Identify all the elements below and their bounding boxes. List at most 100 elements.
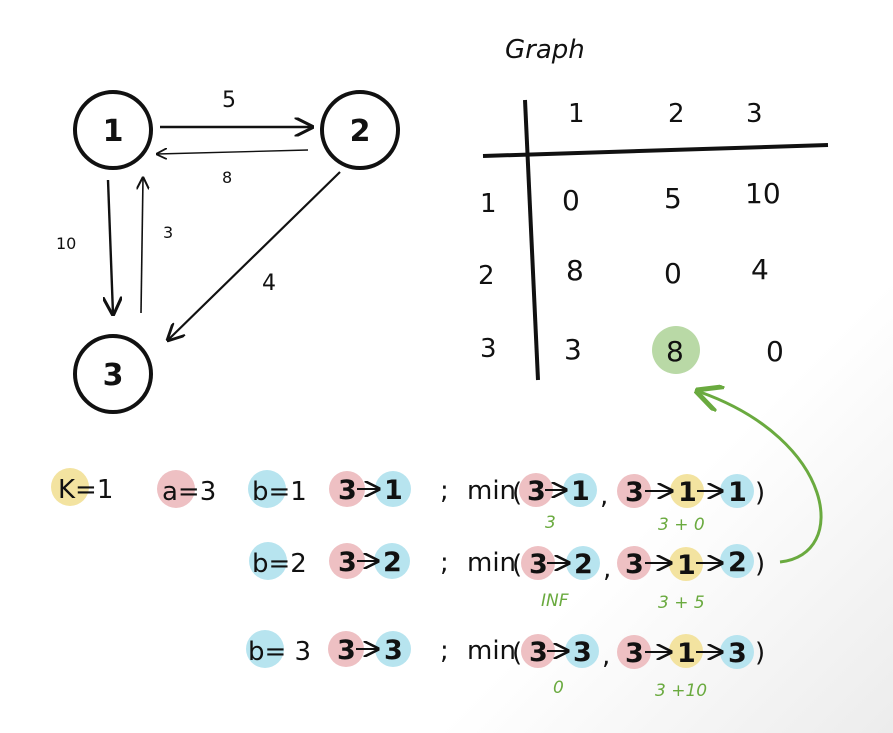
b-value: b= 3: [248, 637, 311, 667]
note-direct: 0: [553, 678, 564, 698]
node-1: 1: [73, 90, 153, 170]
semicolon: ;: [440, 476, 449, 506]
src-highlight: [329, 471, 365, 507]
row-header: 1: [480, 189, 497, 219]
edge-label-1-3: 10: [56, 234, 76, 253]
via-src-highlight: [617, 474, 651, 508]
calc-line-b1: b=1 3 1 ; min ( 3 1 , 3 1 1 ) 3 3: [248, 470, 765, 535]
path-src: 3: [338, 475, 357, 506]
graph: 5 8 10 3 4 1 2 3: [56, 88, 400, 414]
comma: ,: [602, 641, 610, 671]
b-value: b=1: [252, 477, 307, 507]
node-3: 3: [73, 334, 153, 414]
b-value: b=2: [252, 549, 307, 579]
edge-label-3-1: 3: [163, 223, 173, 242]
via-src-highlight: [617, 635, 651, 669]
via-mid-highlight: [669, 634, 703, 668]
k-value: K=1: [58, 475, 113, 505]
via-dst: 1: [728, 477, 747, 508]
direct-dst: 2: [574, 549, 593, 580]
semicolon: ;: [440, 548, 449, 578]
direct-src-highlight: [521, 546, 555, 580]
distance-matrix: Graph 1 2 3 1 2 3 0 5 10 8 0 4 3 8 0: [478, 35, 829, 381]
col-header: 2: [668, 99, 685, 129]
min-label: min: [467, 636, 516, 666]
path-dst: 2: [383, 547, 402, 578]
via-mid-highlight: [669, 547, 703, 581]
open-paren: (: [512, 638, 522, 668]
min-label: min: [467, 476, 516, 506]
dst-highlight: [375, 471, 411, 507]
node-label: 3: [103, 358, 124, 393]
row-header: 2: [478, 261, 495, 291]
via-mid-highlight: [670, 474, 704, 508]
matrix-cell-updated: 8: [666, 335, 684, 368]
matrix-cell: 5: [664, 182, 682, 215]
via-mid: 1: [678, 477, 697, 508]
update-arrow: [700, 392, 823, 564]
via-src-highlight: [617, 546, 651, 580]
matrix-title: Graph: [505, 35, 585, 65]
matrix-cell: 8: [566, 254, 584, 287]
direct-src: 3: [529, 549, 548, 580]
semicolon: ;: [440, 636, 449, 666]
direct-dst-highlight: [565, 634, 599, 668]
row-header: 3: [480, 334, 497, 364]
via-src: 3: [625, 549, 644, 580]
note-via: 3 + 5: [658, 593, 705, 613]
via-dst: 2: [728, 547, 747, 578]
direct-dst: 3: [573, 637, 592, 668]
direct-src-highlight: [521, 634, 555, 668]
updated-cell-highlight: [652, 326, 700, 374]
comma: ,: [600, 481, 608, 511]
note-direct: 3: [545, 513, 556, 533]
matrix-cell: 4: [751, 253, 769, 286]
edge-label-2-1: 8: [222, 168, 232, 187]
calc-line-b2: b=2 3 2 ; min ( 3 2 , 3 1 2 ) INF: [249, 542, 765, 613]
direct-dst-highlight: [563, 473, 597, 507]
a-value: a=3: [162, 477, 216, 507]
path-src: 3: [338, 547, 357, 578]
edge-3-to-1: [141, 178, 143, 314]
b-highlight: [249, 542, 287, 580]
col-header: 3: [746, 99, 763, 129]
via-dst: 3: [728, 638, 747, 669]
direct-src: 3: [527, 476, 546, 507]
edge-2-to-3: [168, 171, 341, 340]
dst-highlight: [374, 543, 410, 579]
path-dst: 1: [384, 475, 403, 506]
note-direct: INF: [541, 591, 569, 611]
edge-1-to-3: [108, 179, 113, 314]
matrix-cell: 3: [564, 333, 582, 366]
edge-2-to-1: [157, 150, 309, 154]
edge-label-1-2: 5: [222, 88, 236, 113]
note-via: 3 + 0: [658, 515, 705, 535]
b-highlight: [246, 630, 284, 668]
note-via: 3 +10: [655, 681, 707, 701]
matrix-cell: 10: [745, 177, 781, 210]
via-src: 3: [625, 477, 644, 508]
via-dst-highlight: [720, 544, 754, 578]
direct-dst: 1: [571, 476, 590, 507]
matrix-cell: 0: [562, 184, 580, 217]
src-highlight: [329, 543, 365, 579]
matrix-horizontal-rule: [482, 143, 829, 158]
edge-label-2-3: 4: [262, 271, 276, 296]
close-paren: ): [755, 549, 765, 579]
node-label: 2: [350, 114, 371, 149]
matrix-vertical-rule: [523, 99, 540, 381]
path-dst: 3: [384, 635, 403, 666]
direct-src: 3: [529, 637, 548, 668]
matrix-cell: 0: [766, 335, 784, 368]
via-dst-highlight: [720, 635, 754, 669]
src-highlight: [328, 631, 364, 667]
path-src: 3: [337, 635, 356, 666]
open-paren: (: [512, 478, 522, 508]
via-dst-highlight: [720, 474, 754, 508]
col-header: 1: [568, 99, 585, 129]
comma: ,: [603, 554, 611, 584]
b-highlight: [248, 470, 286, 508]
calculation-steps: K=1 a=3 b=1 3 1 ; min ( 3 1 , 3: [51, 468, 765, 701]
